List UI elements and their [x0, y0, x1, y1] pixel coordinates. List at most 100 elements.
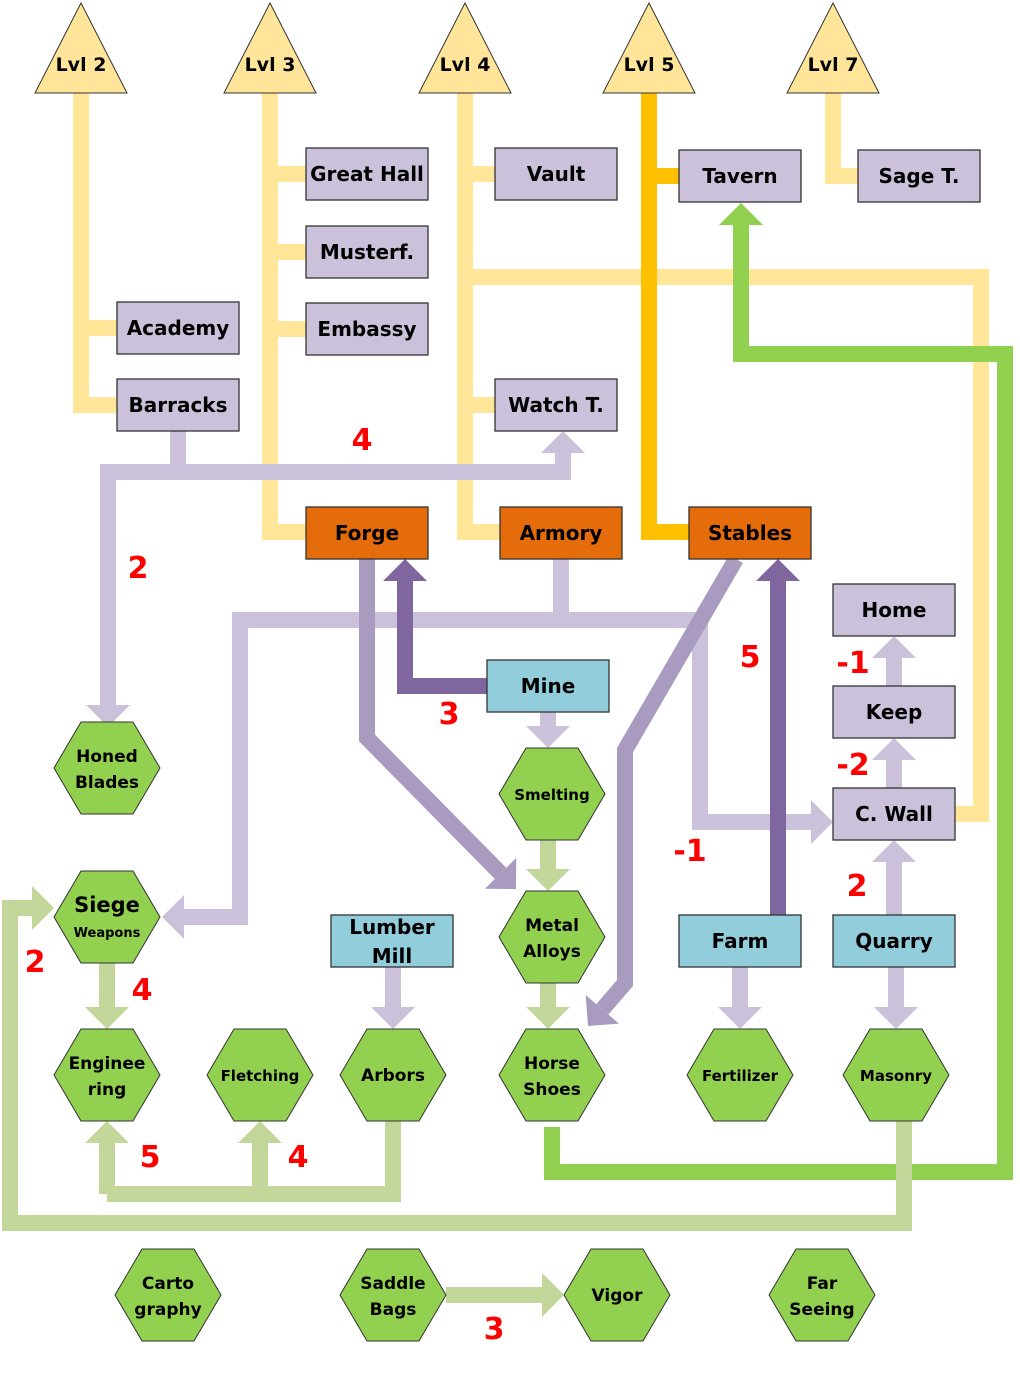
- building-box: [678, 149, 802, 203]
- tech-smelting[interactable]: Smelting: [498, 747, 606, 841]
- building-academy[interactable]: Academy: [116, 301, 240, 355]
- level-triangle-shape: [223, 1, 317, 94]
- path-stables-to-horse-shoes: [596, 554, 743, 1015]
- building-barracks[interactable]: Barracks: [116, 378, 240, 432]
- path-barracks-to-watch-tower-head: [541, 431, 585, 453]
- path-lvl5-stables: [641, 93, 689, 540]
- path-armory-to-wall-head: [811, 800, 833, 844]
- building-label: Watch T.: [508, 393, 604, 417]
- tech-fletching[interactable]: Fletching: [206, 1028, 314, 1122]
- building-home[interactable]: Home: [832, 583, 956, 637]
- building-vault[interactable]: Vault: [494, 147, 618, 201]
- path-lvl2-barracks: [73, 93, 117, 413]
- building-box: [305, 147, 429, 201]
- level-lvl2[interactable]: Lvl 2: [34, 1, 128, 94]
- building-label: Home: [862, 598, 927, 622]
- building-watch-tower[interactable]: Watch T.: [494, 378, 618, 432]
- building-great-hall[interactable]: Great Hall: [305, 147, 429, 201]
- path-arbors-trunk: [107, 1121, 401, 1202]
- path-lvl3-forge: [262, 93, 306, 540]
- tech-hexagon: [842, 1028, 950, 1122]
- path-quarry-to-masonry-head: [874, 1007, 918, 1029]
- tech-hexagon: [498, 890, 606, 984]
- building-box: [499, 506, 623, 560]
- tech-label: Far: [807, 1274, 838, 1294]
- path-forge-to-metal-alloys: [359, 559, 507, 879]
- building-sage-tower[interactable]: Sage T.: [857, 149, 981, 203]
- level-lvl7[interactable]: Lvl 7: [786, 1, 880, 94]
- building-label: Great Hall: [310, 162, 424, 186]
- level-lvl5[interactable]: Lvl 5: [602, 1, 696, 94]
- path-wall-to-keep-head: [872, 738, 916, 760]
- building-box: [832, 685, 956, 739]
- building-label: Farm: [712, 929, 769, 953]
- tech-label: Weapons: [74, 926, 141, 941]
- path-smelting-to-metal-alloys-head: [526, 869, 570, 891]
- building-box: [688, 506, 812, 560]
- path-forge-to-metal-alloys-head: [484, 857, 517, 889]
- path-farm-to-stables-head: [756, 559, 800, 581]
- building-label: Forge: [335, 521, 399, 545]
- tech-label: Enginee: [69, 1054, 146, 1074]
- tech-vigor[interactable]: Vigor: [563, 1248, 671, 1342]
- cost-arbors-to-fletching: 4: [288, 1140, 309, 1175]
- building-box: [494, 147, 618, 201]
- path-horse-shoes-to-tavern-head: [719, 203, 763, 225]
- tech-arbors[interactable]: Arbors: [339, 1028, 447, 1122]
- connection-paths: [2, 93, 1013, 1317]
- building-stables[interactable]: Stables: [688, 506, 812, 560]
- building-tavern[interactable]: Tavern: [678, 149, 802, 203]
- cost-masonry-to-siege: 2: [25, 945, 46, 980]
- cost-barracks-to-watch-tower: 4: [352, 423, 373, 458]
- building-label: Musterf.: [320, 240, 414, 264]
- level-label: Lvl 5: [624, 54, 675, 76]
- path-barracks-to-honed-blades: [100, 464, 178, 705]
- nodes: Lvl 2 Lvl 3 Lvl 4 Lvl 5 Lvl 7 Great Hall Vault…: [34, 1, 981, 1342]
- level-lvl3[interactable]: Lvl 3: [223, 1, 317, 94]
- cost-barracks-to-honed-blades: 2: [128, 551, 149, 586]
- building-box: [305, 506, 429, 560]
- level-triangle-shape: [34, 1, 128, 94]
- building-box: [494, 378, 618, 432]
- building-farm[interactable]: Farm: [678, 914, 802, 968]
- tech-label: Saddle: [360, 1274, 425, 1294]
- building-armory[interactable]: Armory: [499, 506, 623, 560]
- tech-masonry[interactable]: Masonry: [842, 1028, 950, 1122]
- building-mine[interactable]: Mine: [486, 659, 610, 713]
- building-musterfield[interactable]: Musterf.: [305, 225, 429, 279]
- path-armory-to-wall: [561, 612, 811, 830]
- cost-arbors-to-engineering: 5: [140, 1140, 161, 1175]
- cost-siege-to-engineering: 4: [132, 973, 153, 1008]
- building-label: Stables: [708, 521, 792, 545]
- building-label: Barracks: [128, 393, 227, 417]
- tech-hexagon: [114, 1248, 222, 1342]
- tech-label: Siege: [74, 893, 140, 917]
- level-lvl4[interactable]: Lvl 4: [418, 1, 512, 94]
- path-mine-to-smelting-head: [526, 726, 570, 748]
- building-box: [678, 914, 802, 968]
- path-arbors-to-engineering-head: [85, 1121, 129, 1143]
- building-box: [486, 659, 610, 713]
- cost-wall-to-keep: -2: [836, 748, 869, 783]
- building-forge[interactable]: Forge: [305, 506, 429, 560]
- tech-fertilizer[interactable]: Fertilizer: [686, 1028, 794, 1122]
- path-siege-to-engineering-head: [85, 1007, 129, 1029]
- tech-hexagon: [339, 1028, 447, 1122]
- building-keep[interactable]: Keep: [832, 685, 956, 739]
- tech-hexagon: [53, 721, 161, 815]
- building-embassy[interactable]: Embassy: [305, 302, 429, 356]
- tech-label: Vigor: [592, 1286, 644, 1306]
- tech-hexagon: [498, 747, 606, 841]
- building-city-wall[interactable]: C. Wall: [832, 787, 956, 841]
- building-quarry[interactable]: Quarry: [832, 914, 956, 968]
